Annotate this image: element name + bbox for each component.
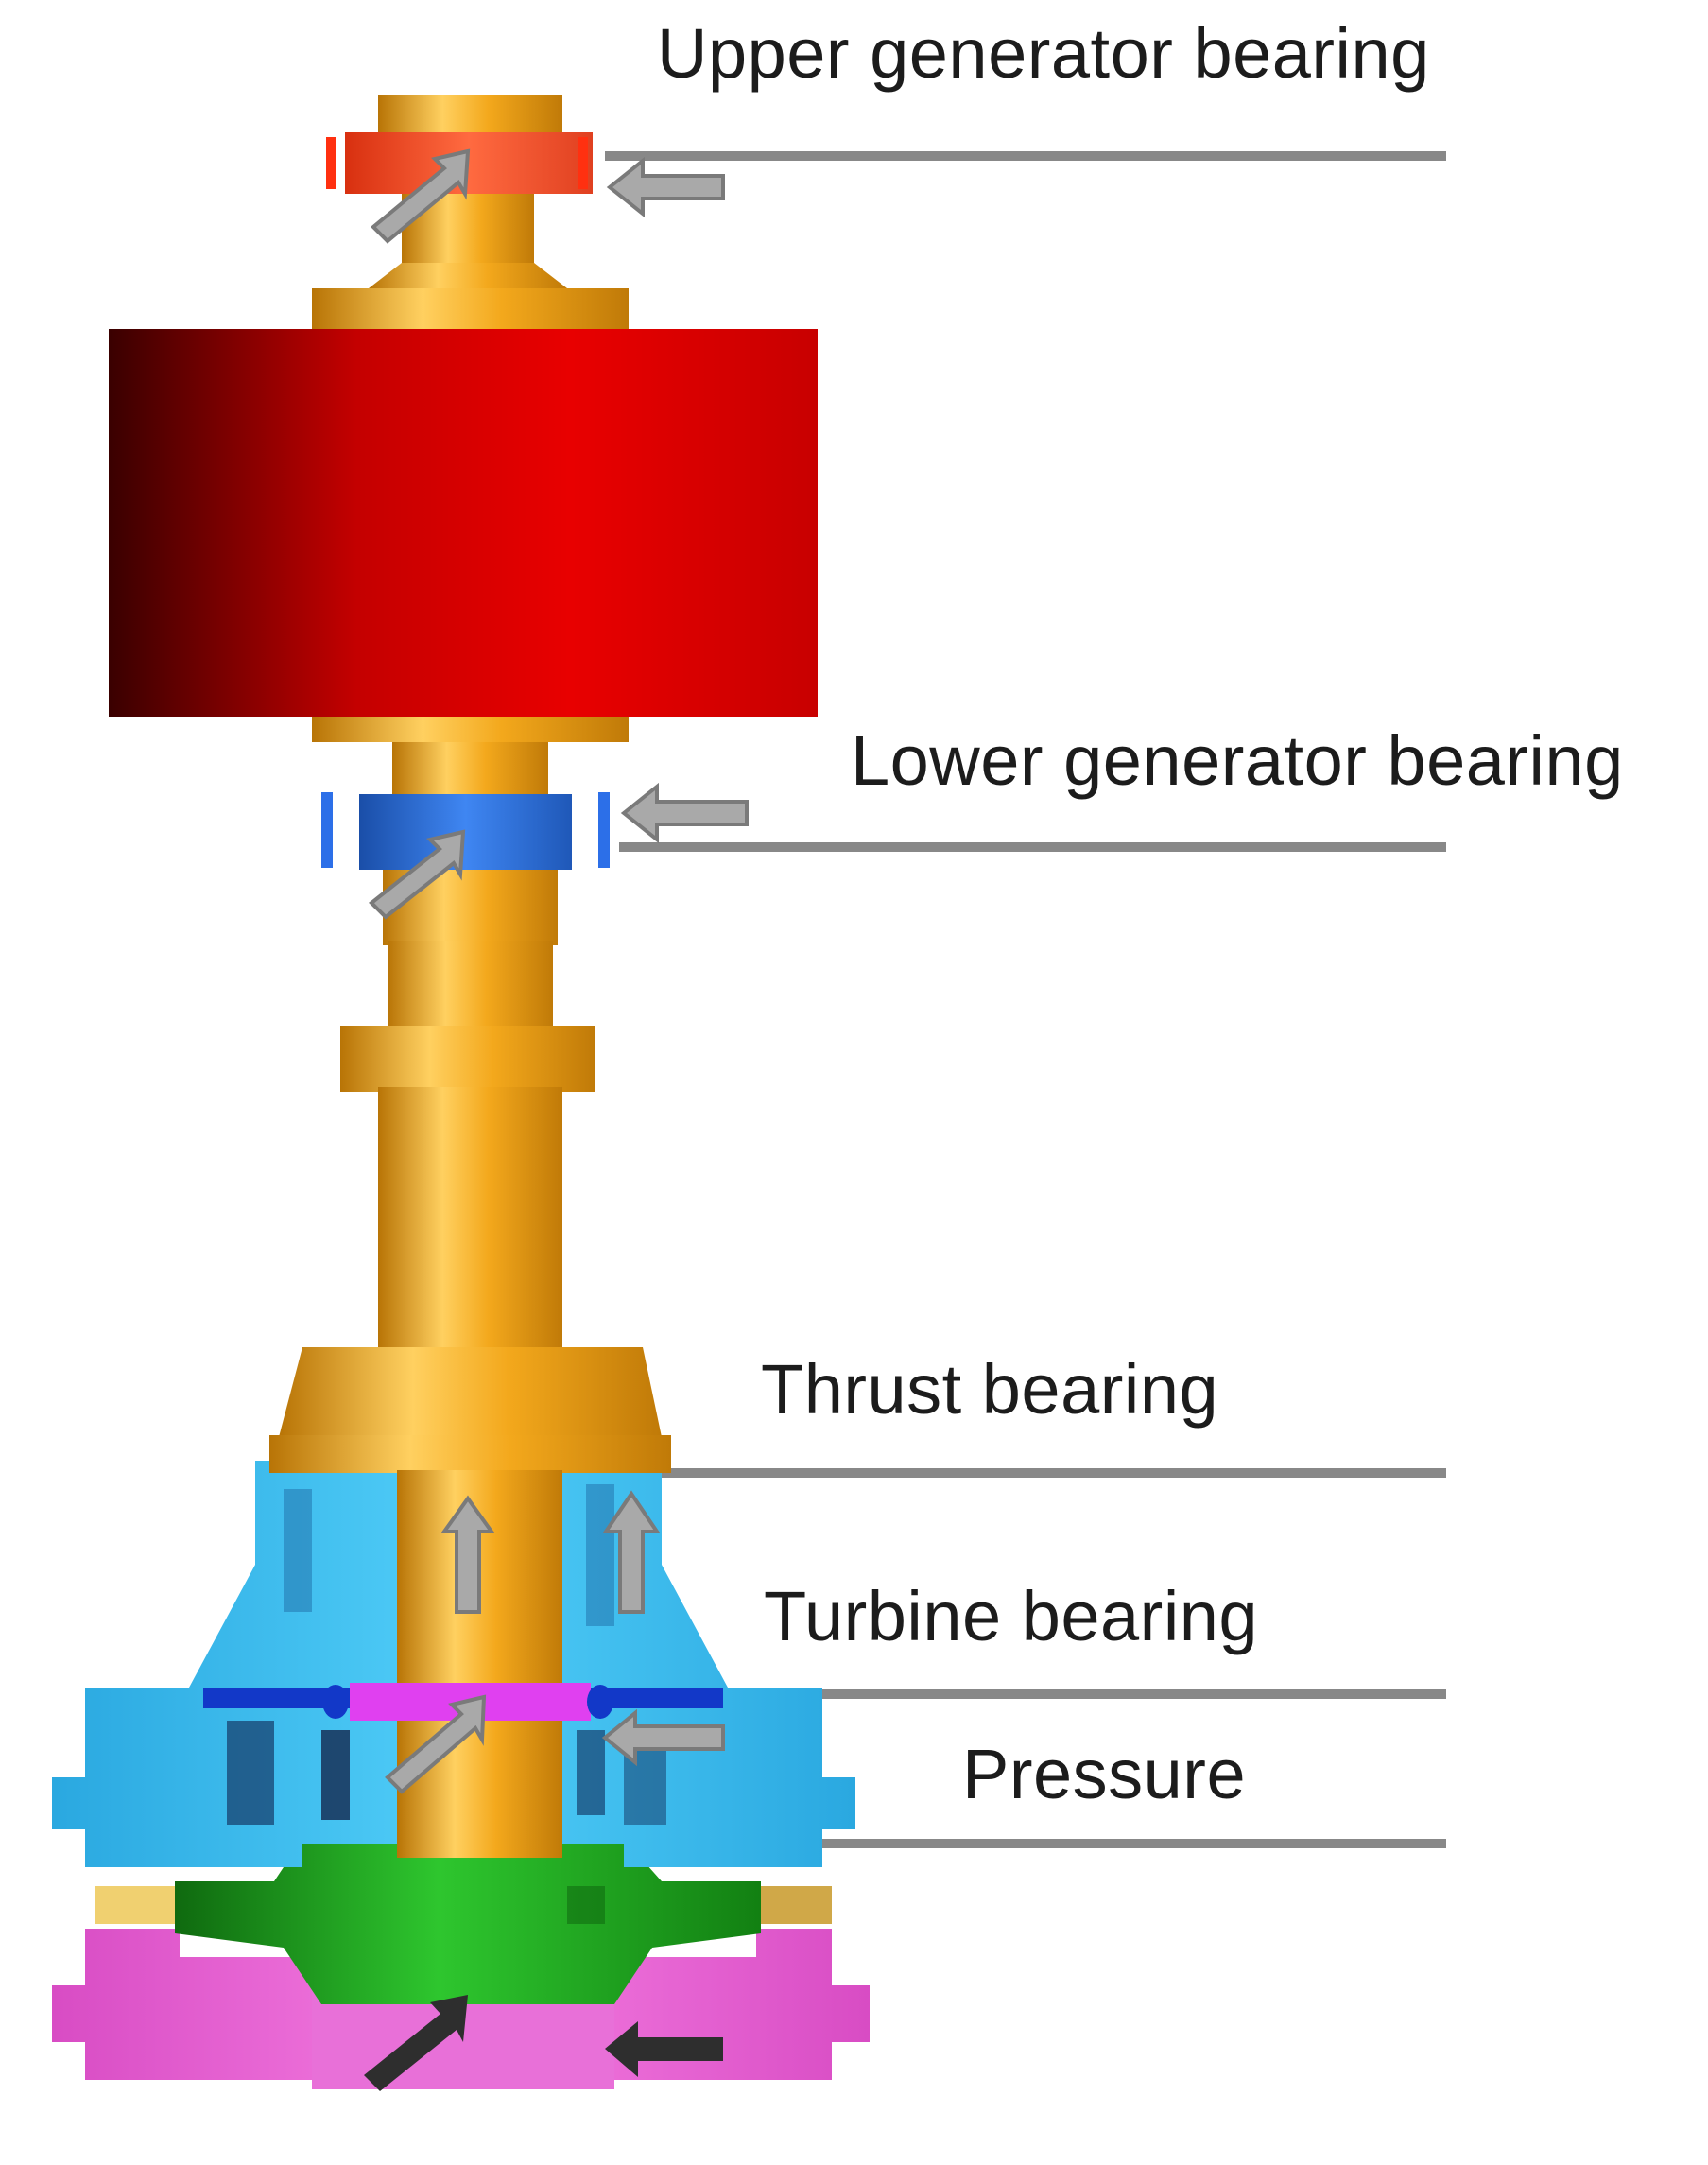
load-arrows (368, 148, 749, 1794)
label-lower-generator-bearing: Lower generator bearing (851, 721, 1624, 800)
generator-rotor (109, 329, 818, 717)
thrust-collar (279, 1347, 662, 1437)
label-thrust-bearing: Thrust bearing (761, 1350, 1219, 1429)
label-turbine-bearing: Turbine bearing (764, 1577, 1259, 1655)
thrust-arrow-housing (602, 1490, 661, 1614)
lower-bearing-radial-arrow (620, 782, 749, 844)
upper-bearing-radial-arrow-diagonal (371, 148, 471, 244)
upper-bearing-radial-arrow (606, 156, 725, 218)
pressure-arrows (364, 1995, 723, 2091)
shaft-middle-flange (340, 1026, 595, 1092)
lower-generator-bearing (321, 792, 610, 870)
label-upper-generator-bearing: Upper generator bearing (657, 14, 1430, 93)
pressure-arrow-diagonal (364, 1995, 468, 2091)
pressure-arrow-horizontal (605, 2021, 723, 2077)
label-pressure: Pressure (962, 1735, 1247, 1813)
turbine-bearing-radial-arrow-diagonal (385, 1694, 487, 1794)
lower-bearing-radial-arrow-diagonal (368, 829, 466, 920)
turbine-runner (175, 1839, 761, 2004)
shaft-upper-flange (312, 288, 629, 331)
turbine-bearing-radial-arrow (601, 1708, 725, 1767)
thrust-arrow-shaft (440, 1495, 495, 1614)
